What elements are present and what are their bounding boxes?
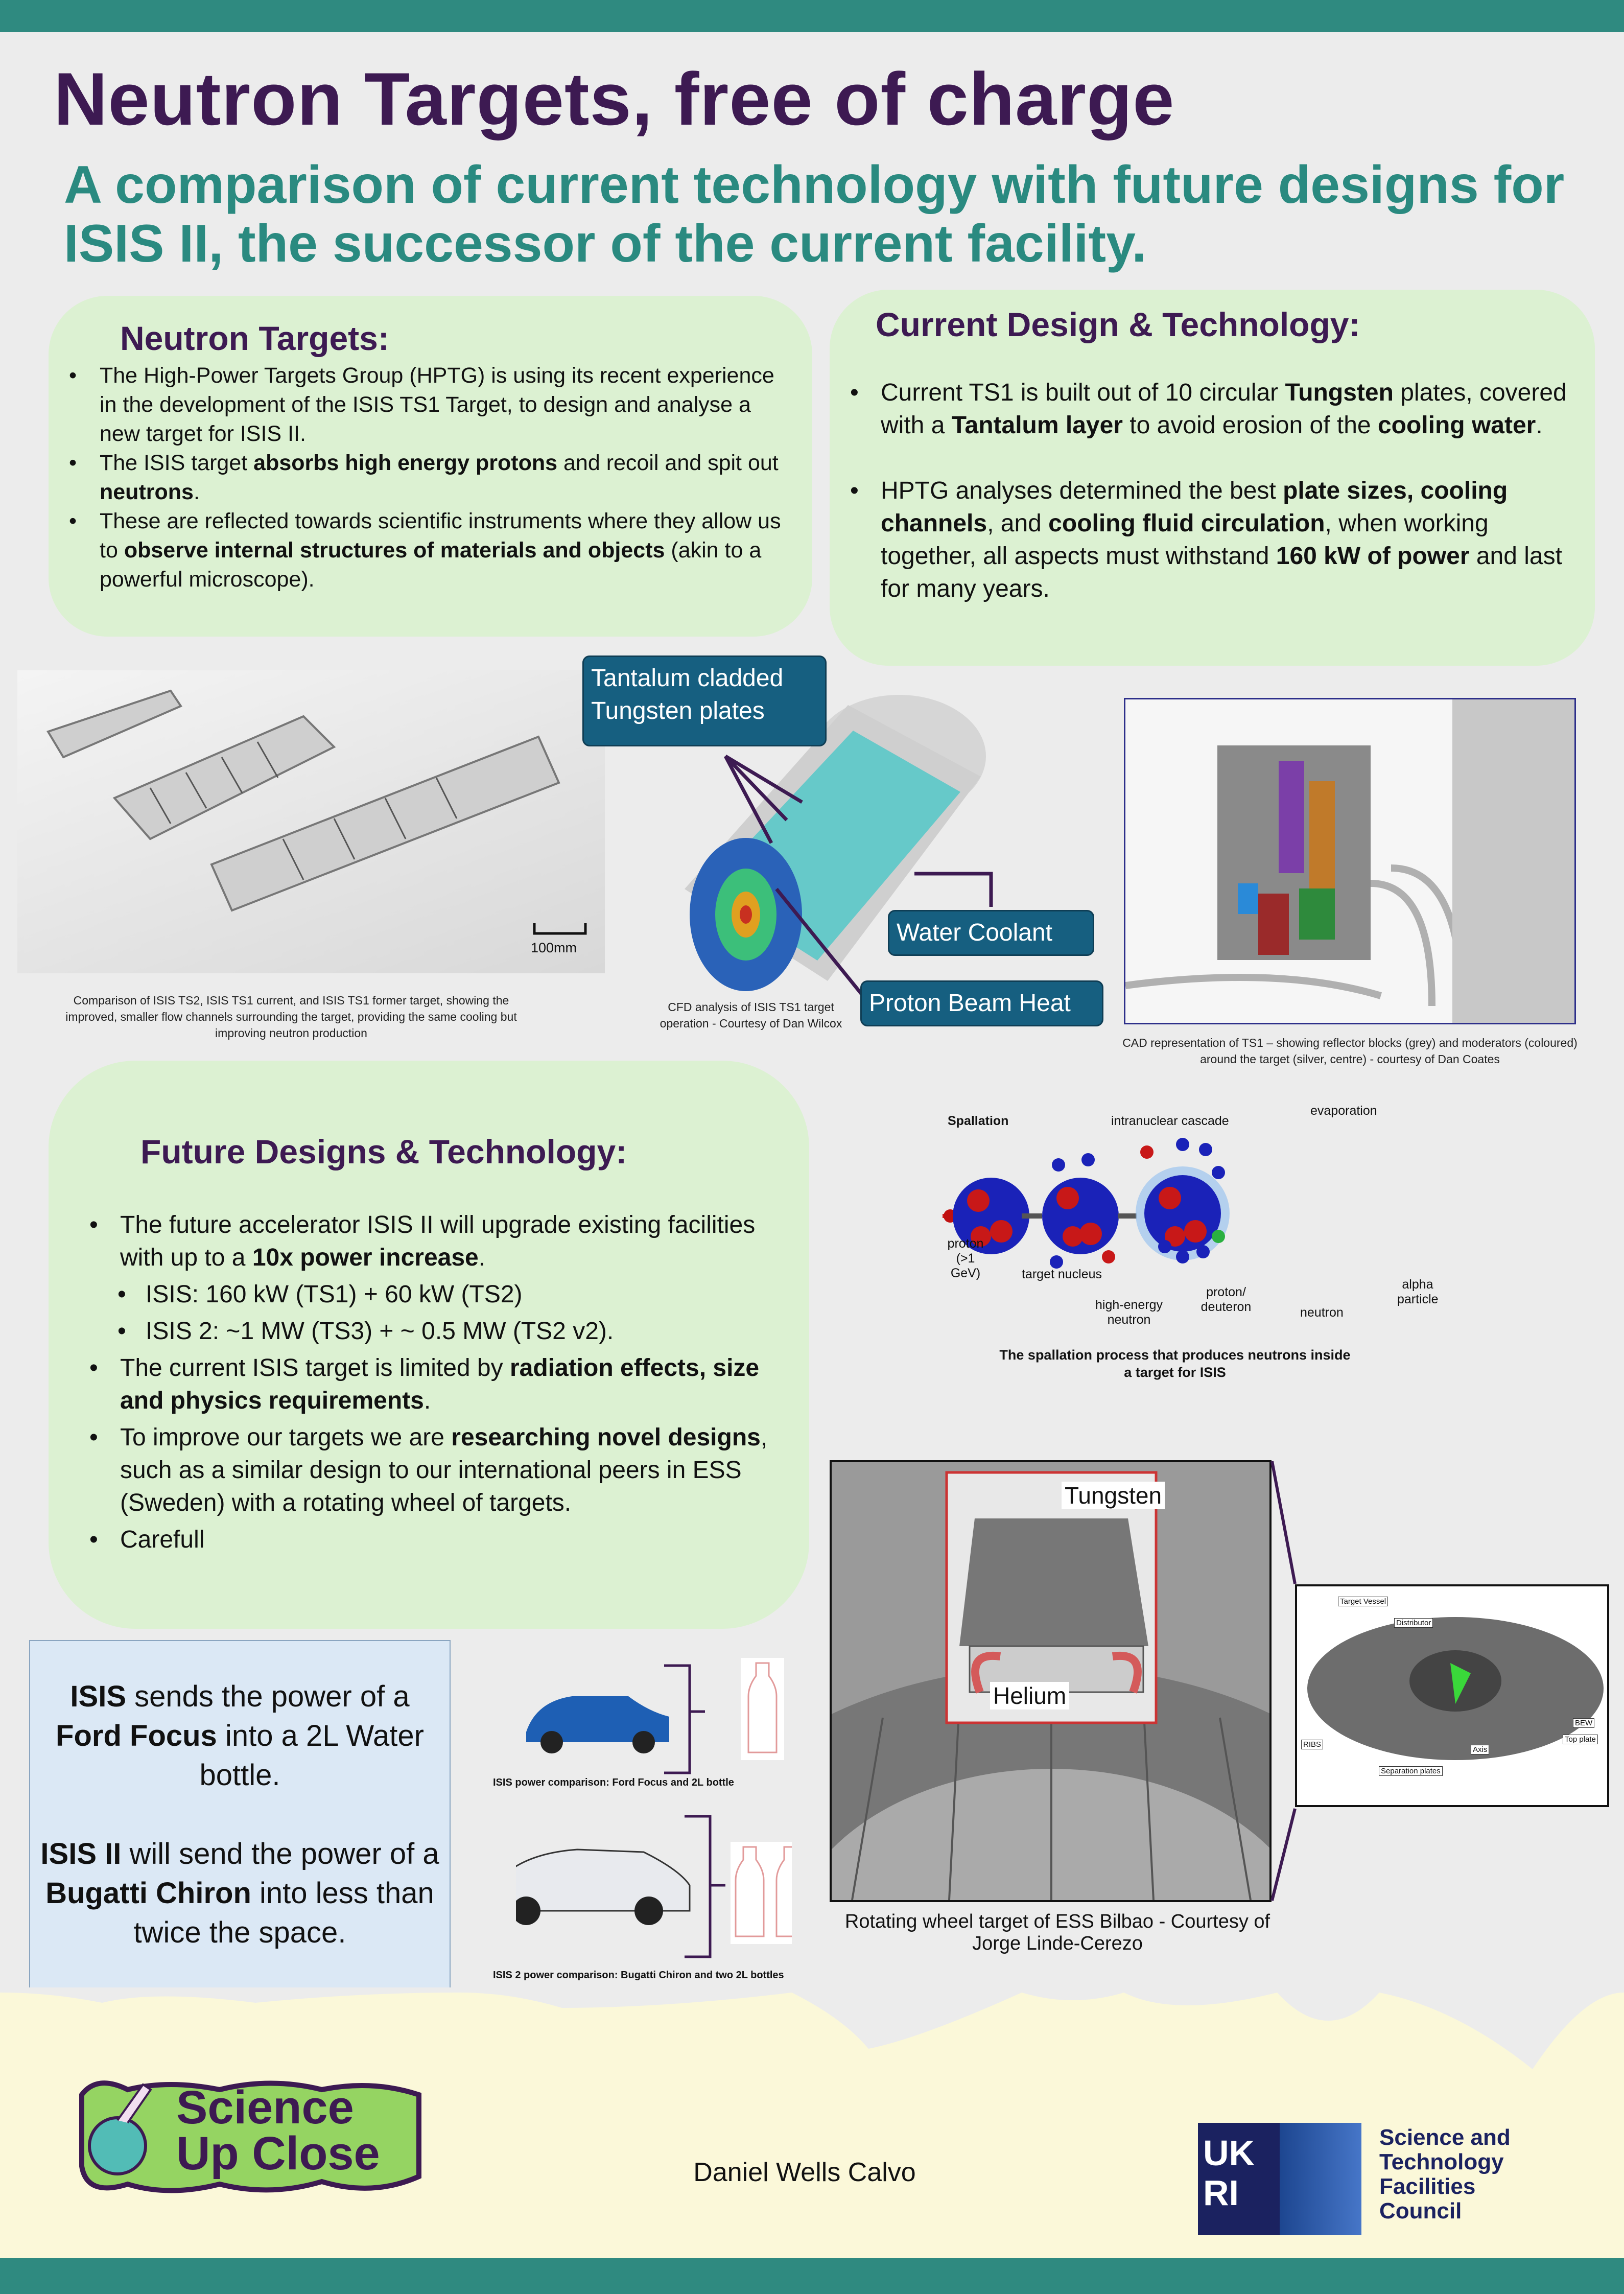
cfd-image: [613, 674, 1098, 1001]
ford-caption: ISIS power comparison: Ford Focus and 2L…: [493, 1777, 734, 1788]
ukri-blue-block: [1280, 2123, 1361, 2235]
bullet: To improve our targets we are researchin…: [89, 1421, 794, 1519]
label-proton: proton(>1 GeV): [947, 1236, 984, 1280]
label-tantalum-plates: Tantalum cladded Tungsten plates: [582, 656, 827, 746]
label-high-energy-neutron: high-energy neutron: [1095, 1298, 1163, 1327]
footer-wave: [0, 1987, 1624, 2069]
spallation-diagram: Spallation intranuclear cascade evaporat…: [920, 1088, 1466, 1395]
targets-comparison-image: 100mm: [17, 670, 605, 973]
science-up-close-text: Science Up Close: [176, 2081, 380, 2180]
sub-bullet: ISIS: 160 kW (TS1) + 60 kW (TS2): [89, 1278, 794, 1311]
bottle-icon: [747, 1662, 778, 1753]
bugatti-chiron-icon: [516, 1848, 691, 1912]
top-bar: [0, 0, 1624, 32]
note-isis2: ISIS II will send the power of a Bugatti…: [40, 1837, 439, 1949]
power-comparison-note: ISIS sends the power of a Ford Focus int…: [29, 1640, 451, 1990]
poster-subtitle: A comparison of current technology with …: [64, 155, 1565, 273]
label-neutron: neutron: [1300, 1305, 1344, 1320]
label-evaporation: evaporation: [1310, 1104, 1377, 1118]
note-isis: ISIS sends the power of a Ford Focus int…: [56, 1680, 424, 1792]
connector-lines: [1270, 1461, 1297, 1901]
bullet: The High-Power Targets Group (HPTG) is u…: [69, 361, 794, 449]
wheel-label: Distributor: [1394, 1618, 1433, 1628]
label-alpha-particle: alpha particle: [1397, 1277, 1439, 1306]
cfd-caption: CFD analysis of ISIS TS1 target operatio…: [660, 1000, 842, 1030]
ford-focus-icon: [526, 1696, 669, 1742]
ukri-mark: UKRI: [1198, 2123, 1280, 2235]
cad-caption: CAD representation of TS1 – showing refl…: [1122, 1036, 1578, 1066]
cad-render: [1125, 699, 1574, 1023]
section-heading: Neutron Targets:: [120, 319, 389, 357]
wheel-label: BEW: [1573, 1718, 1595, 1728]
section-heading: Current Design & Technology:: [876, 306, 1360, 343]
bugatti-caption: ISIS 2 power comparison: Bugatti Chiron …: [493, 1970, 784, 1981]
wheel-label: Target Vessel: [1338, 1597, 1388, 1606]
science-up-close-logo: Science Up Close: [66, 2074, 424, 2197]
bullet: The future accelerator ISIS II will upgr…: [89, 1209, 794, 1274]
label-water-coolant: Water Coolant: [888, 910, 1094, 956]
bottom-bar: [0, 2258, 1624, 2294]
spallation-graphic: [943, 1138, 1230, 1269]
ukri-logo: UKRI: [1198, 2113, 1367, 2235]
label-cascade: intranuclear cascade: [1111, 1114, 1229, 1128]
bullet: The current ISIS target is limited by ra…: [89, 1352, 794, 1417]
wheel-label: Separation plates: [1379, 1766, 1443, 1776]
wheel-label: Top plate: [1563, 1735, 1598, 1744]
label-proton-deuteron: proton/ deuteron: [1201, 1285, 1252, 1314]
wheel-caption: Rotating wheel target of ESS Bilbao - Co…: [844, 1911, 1270, 1954]
label-helium: Helium: [990, 1682, 1070, 1710]
bullet: HPTG analyses determined the best plate …: [850, 475, 1575, 605]
label-proton-beam-heat: Proton Beam Heat: [860, 980, 1103, 1026]
current-design-panel: Current Design & Technology: Current TS1…: [830, 290, 1595, 666]
wheel-target-image: Tungsten Helium: [830, 1460, 1272, 1902]
bullet: The ISIS target absorbs high energy prot…: [69, 449, 794, 507]
sub-bullet: ISIS 2: ~1 MW (TS3) + ~ 0.5 MW (TS2 v2).: [89, 1315, 794, 1348]
spallation-caption: The spallation process that produces neu…: [999, 1347, 1351, 1380]
stfc-text: Science and Technology Facilities Counci…: [1379, 2125, 1511, 2223]
author-name: Daniel Wells Calvo: [693, 2158, 916, 2187]
neutron-targets-panel: Neutron Targets: The High-Power Targets …: [49, 296, 812, 637]
bullet: These are reflected towards scientific i…: [69, 507, 794, 594]
label-target-nucleus: target nucleus: [1022, 1267, 1102, 1281]
cad-image: [1124, 698, 1576, 1024]
bullet: Current TS1 is built out of 10 circular …: [850, 377, 1575, 442]
cars-bottles-graphic: [516, 1658, 792, 1958]
spallation-title: Spallation: [948, 1114, 1009, 1128]
bullet: Carefull: [89, 1524, 794, 1556]
section-heading: Future Designs & Technology:: [140, 1133, 627, 1171]
targets-render: [46, 689, 587, 935]
future-designs-panel: Future Designs & Technology: The future …: [49, 1061, 809, 1629]
scale-label: 100mm: [531, 940, 577, 955]
cfd-render: [685, 695, 993, 998]
poster-title: Neutron Targets, free of charge: [54, 57, 1175, 141]
targets-caption: Comparison of ISIS TS2, ISIS TS1 current…: [65, 994, 517, 1040]
wheel-label: Axis: [1471, 1745, 1490, 1754]
wheel-render: [832, 1471, 1269, 1900]
wheel-label: RIBS: [1301, 1740, 1324, 1749]
label-tungsten: Tungsten: [1062, 1482, 1165, 1509]
wheel-diagram-graphic: [1307, 1617, 1604, 1760]
ess-wheel-diagram: Target Vessel Distributor RIBS Separatio…: [1295, 1584, 1609, 1807]
